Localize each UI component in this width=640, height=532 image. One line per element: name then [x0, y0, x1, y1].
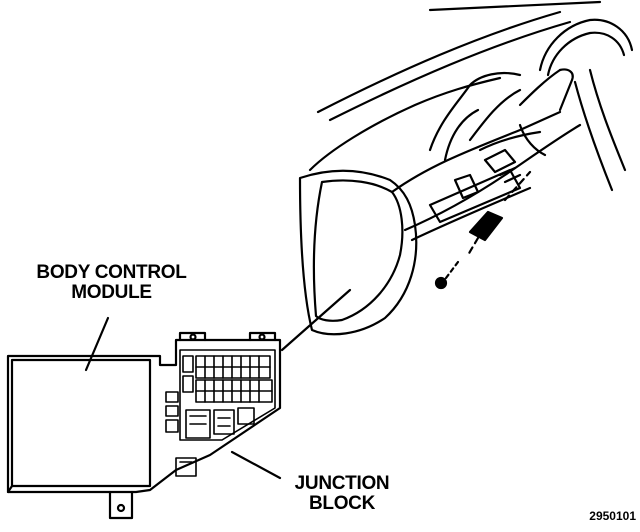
harness-connector: [466, 148, 532, 257]
junction-block-label-line2: BLOCK: [308, 492, 376, 514]
dashboard-panel: [298, 71, 582, 336]
leader-line-dash: [280, 288, 352, 352]
body-control-module: [6, 331, 282, 520]
steering-wheel-icon: [518, 18, 634, 192]
screw-icon: [434, 260, 460, 290]
windshield-lines: [316, 0, 602, 122]
junction-block: [165, 349, 276, 477]
junction-block-label: JUNCTION BLOCK: [282, 474, 402, 514]
body-control-module-label-line1: BODY CONTROL: [36, 262, 187, 283]
figure-id: 2950101: [589, 509, 636, 523]
body-control-module-label: BODY CONTROL MODULE: [24, 263, 199, 303]
body-control-module-label-line2: MODULE: [71, 281, 152, 303]
leader-line-junction: [230, 450, 282, 480]
leader-line-module: [84, 316, 110, 372]
junction-block-label-line1: JUNCTION: [294, 473, 390, 494]
